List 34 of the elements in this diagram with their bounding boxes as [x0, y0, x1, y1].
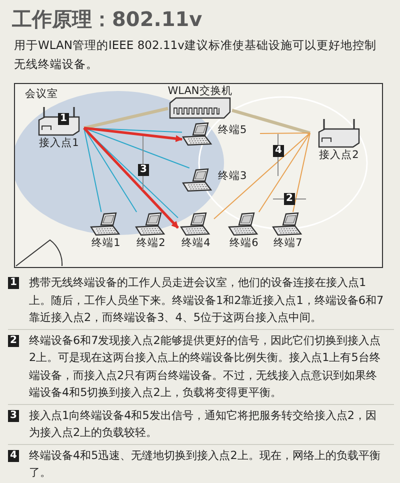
- step-marker: 2: [8, 334, 19, 346]
- device-label: 终端7: [274, 237, 302, 249]
- connection-line: [214, 132, 310, 220]
- callout-number: 4: [273, 145, 284, 157]
- step-marker: 3: [8, 410, 19, 422]
- room-box: [14, 83, 383, 268]
- callout-number: 1: [58, 113, 69, 125]
- switch-label: WLAN交换机: [168, 85, 232, 97]
- arrow: [84, 126, 183, 142]
- access-point-label: 接入点1: [39, 137, 79, 149]
- step-text: 携带无线终端设备的工作人员走进会议室，他们的设备连接在接入点1上。随后，工作人员坐下来。终端设备1和2靠近接入点1，终端设备6和7靠近接入点2，而终端设备3、4、5位于这两台接入点中间。: [29, 275, 385, 326]
- callout-number: 3: [138, 164, 149, 176]
- device-label: 终端2: [136, 237, 166, 249]
- subtitle: 用于WLAN管理的IEEE 802.11v建议标准使基础设施可以更好地控制无线终端设备。: [14, 37, 378, 73]
- step-text: 终端设备4和5迅速、无缝地切换到接入点2上。现在，网络上的负载平衡了。: [29, 448, 382, 481]
- callout-number: 2: [284, 193, 295, 205]
- connection-line: [260, 132, 310, 134]
- connection-line: [292, 132, 310, 212]
- device-label: 终端5: [218, 124, 247, 136]
- step-marker: 4: [8, 450, 19, 462]
- device-label: 终端6: [230, 237, 258, 249]
- connection-line: [84, 128, 102, 212]
- connection-line: [258, 132, 310, 212]
- connection-line: [84, 106, 168, 130]
- title: 工作原理：802.11v: [12, 6, 202, 33]
- device-label: 终端1: [92, 237, 120, 249]
- room-label: 会议室: [25, 88, 58, 100]
- device-label: 终端4: [182, 237, 210, 249]
- connection-line: [232, 108, 310, 135]
- step-text: 终端设备6和7发现接入点2能够提供更好的信号，因此它们切换到接入点2上。可是现在这两台接入点上的终端设备比例失衡。接入点1上有5台终端设备，而接入点2只有两台终端设备。不过，无线接入点意识到如果终端设备4和5切换到接入点2上，负载将变得更平衡。: [29, 332, 382, 401]
- step-marker: 1: [8, 277, 19, 289]
- access-point-label: 接入点2: [319, 149, 359, 161]
- device-label: 终端3: [218, 170, 247, 182]
- step-text: 接入点1向终端设备4和5发出信号，通知它将把服务转交给接入点2，因为接入点2上的负载较轻。: [29, 408, 378, 441]
